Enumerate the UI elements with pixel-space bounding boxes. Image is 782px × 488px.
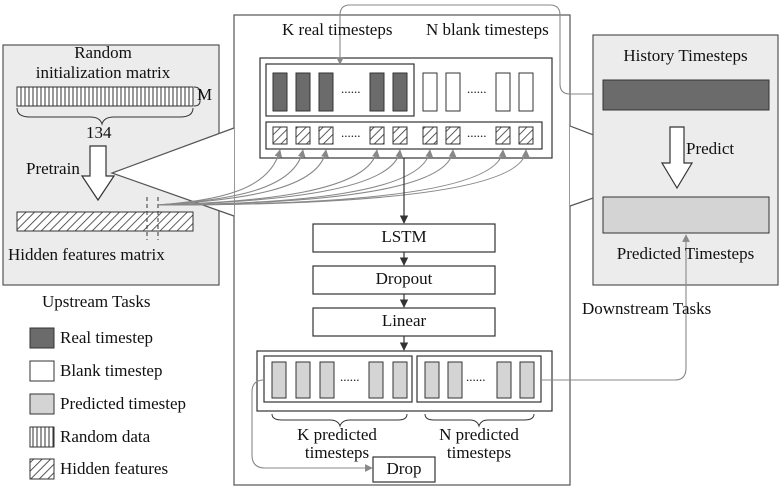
n-blank-dots: ...... — [467, 81, 487, 96]
width-bracket — [16, 107, 194, 126]
k-predicted-label-line1: K predicted — [297, 425, 377, 444]
dropout-label: Dropout — [375, 269, 433, 288]
hidden-feature-cell — [392, 126, 408, 145]
hidden-feature-cell — [445, 126, 461, 145]
legend-swatch-predicted — [29, 393, 55, 415]
predicted-timestep — [319, 361, 335, 399]
m-bracket — [193, 86, 201, 107]
hidden-feature-cell — [272, 126, 288, 145]
n-predicted-dots: ...... — [466, 369, 486, 384]
matrix-label-line2: initialization matrix — [35, 63, 171, 82]
predicted-timesteps-label: Predicted Timesteps — [616, 244, 755, 263]
predict-label: Predict — [686, 139, 735, 158]
pretrain-arrow — [80, 145, 116, 202]
n-predicted-bracket — [424, 413, 535, 428]
legend-label-predicted: Predicted timestep — [60, 394, 187, 413]
n-predicted-label-line2: timesteps — [446, 443, 512, 462]
matrix-label-line1: Random — [74, 43, 132, 62]
history-connector — [336, 4, 603, 95]
real-timestep — [392, 72, 408, 112]
real-timestep — [272, 72, 288, 112]
input-feature-row — [265, 121, 543, 150]
predict-arrow — [660, 126, 694, 190]
blank-timestep — [445, 72, 461, 112]
drop-label: Drop — [386, 459, 422, 478]
linear-label: Linear — [381, 311, 427, 330]
predicted-timestep — [295, 361, 311, 399]
linear-layer — [312, 307, 496, 337]
hidden-feature-cell — [318, 126, 334, 145]
predicted-timestep — [424, 361, 440, 399]
predicted-timestep — [447, 361, 463, 399]
blank-timestep — [495, 72, 511, 112]
k-feature-dots: ...... — [341, 125, 361, 140]
k-predicted-label-line2: timesteps — [304, 443, 370, 462]
k-real-label: K real timesteps — [282, 20, 393, 39]
m-label: M — [197, 85, 213, 104]
predicted-timestep — [271, 361, 287, 399]
legend-label-random: Random data — [60, 427, 151, 446]
hidden-features-label: Hidden features matrix — [8, 245, 165, 264]
output-connector — [541, 234, 690, 381]
pretrain-label: Pretrain — [26, 159, 80, 178]
legend-label-blank: Blank timestep — [60, 361, 163, 380]
drop-box — [372, 456, 436, 483]
blank-timestep — [518, 72, 534, 112]
hidden-features-matrix — [16, 211, 194, 232]
drop-connector — [251, 379, 373, 472]
history-timesteps-bar — [602, 79, 770, 111]
k-predicted-dots: ...... — [340, 369, 360, 384]
random-initialization-matrix — [16, 86, 194, 107]
k-predicted-bracket — [271, 413, 408, 428]
hidden-feature-cell — [295, 126, 311, 145]
n-blank-label: N blank timesteps — [426, 20, 549, 39]
width-label: 134 — [86, 123, 112, 142]
predicted-timestep — [368, 361, 384, 399]
downstream-tasks-label: Downstream Tasks — [582, 299, 712, 318]
real-timestep — [295, 72, 311, 112]
legend-swatch-random — [29, 426, 55, 448]
model-frame — [233, 14, 571, 486]
predicted-timestep — [392, 361, 408, 399]
history-timesteps-label: History Timesteps — [623, 46, 748, 65]
legend-label-hidden: Hidden features — [60, 459, 169, 478]
hidden-feature-cell — [518, 126, 534, 145]
hidden-feature-cell — [495, 126, 511, 145]
real-timestep — [318, 72, 334, 112]
predicted-timestep — [496, 361, 512, 399]
predicted-timestep — [519, 361, 535, 399]
n-feature-dots: ...... — [467, 125, 487, 140]
legend-swatch-blank — [29, 360, 55, 382]
real-timestep — [369, 72, 385, 112]
hidden-feature-cell — [422, 126, 438, 145]
k-predicted-group — [263, 355, 413, 403]
n-predicted-label-line1: N predicted — [439, 425, 519, 444]
lstm-layer — [312, 223, 496, 253]
legend-label-real: Real timestep — [60, 328, 154, 347]
lstm-label: LSTM — [381, 227, 427, 246]
upstream-tasks-label: Upstream Tasks — [42, 292, 151, 311]
legend-swatch-real — [29, 327, 55, 349]
blank-timestep — [422, 72, 438, 112]
n-predicted-group — [416, 355, 542, 403]
k-real-dots: ...... — [341, 81, 361, 96]
dropout-layer — [312, 265, 496, 295]
hidden-feature-cell — [369, 126, 385, 145]
predicted-timesteps-bar — [602, 196, 770, 234]
feature-connectors — [157, 149, 530, 206]
legend-swatch-hidden — [29, 458, 55, 480]
